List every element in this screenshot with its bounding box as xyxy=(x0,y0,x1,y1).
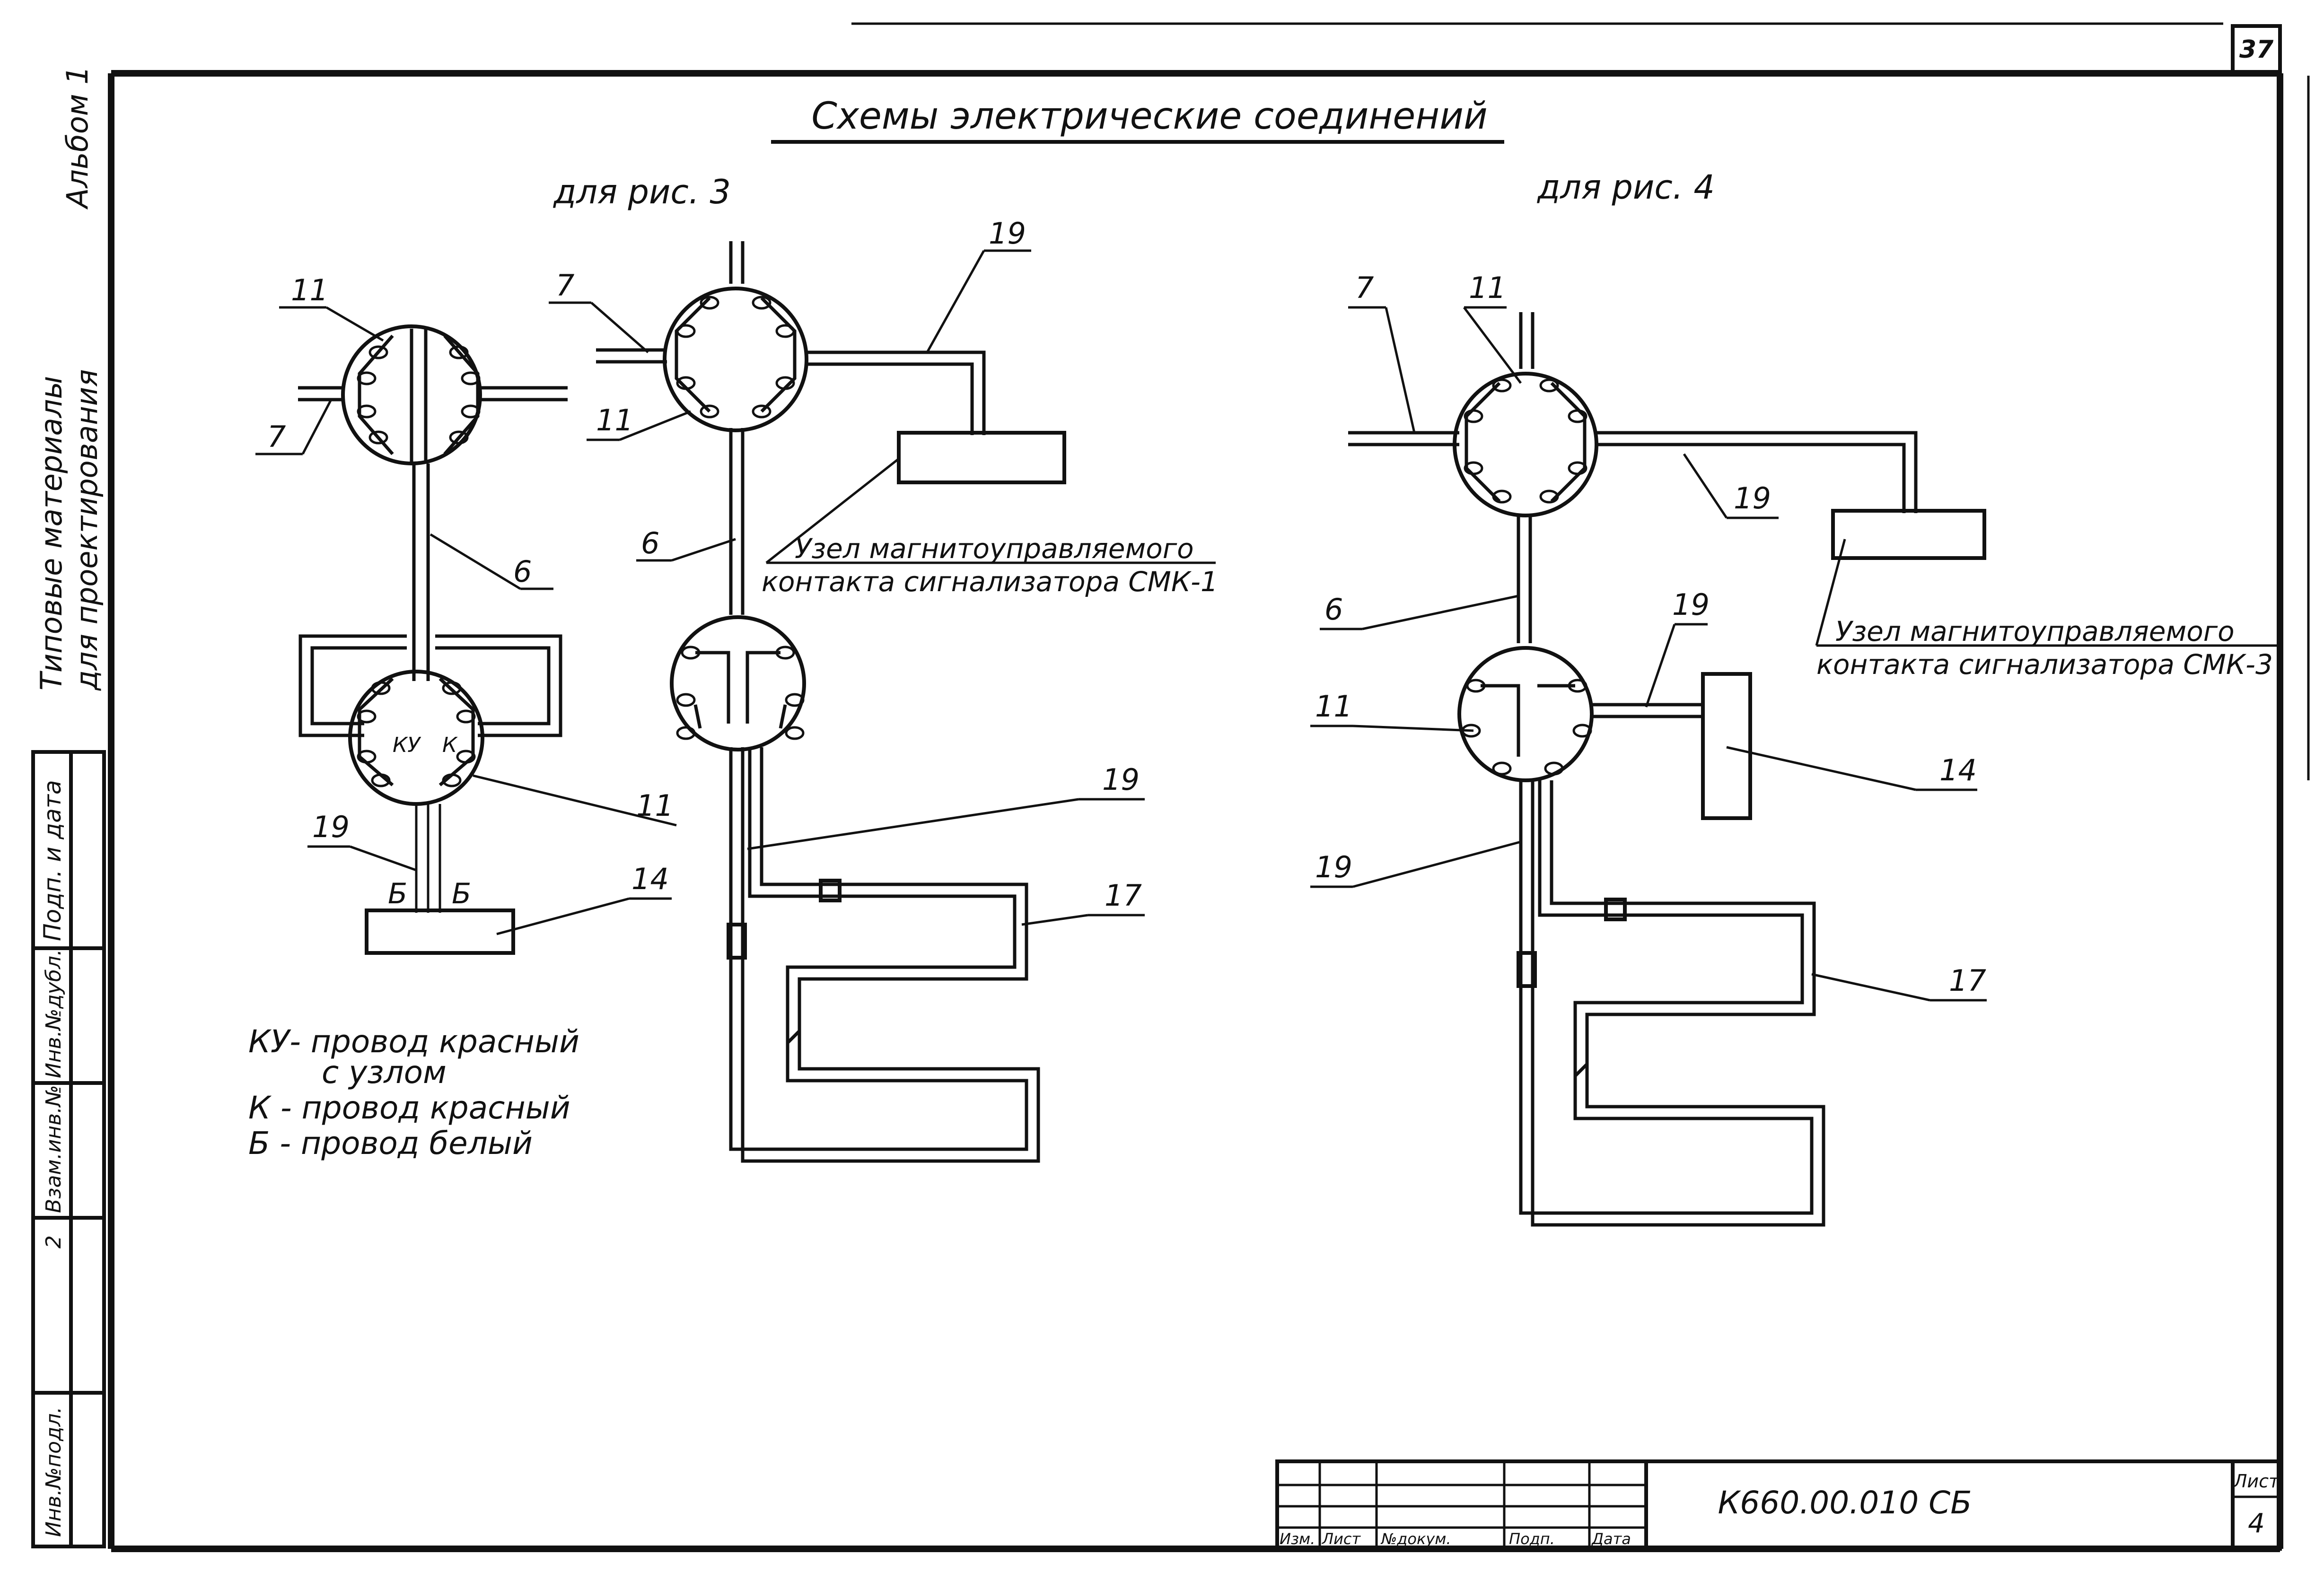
document-code: К660.00.010 СБ xyxy=(1718,1485,1972,1521)
wire-label-B1: Б xyxy=(388,877,407,910)
label-11-top: 11 xyxy=(291,273,328,307)
label-7: 7 xyxy=(267,419,286,454)
left-margin: Альбом 1 Типовые материалы для проектиро… xyxy=(31,66,106,1548)
wire-legend: КУ- провод красный с узлом К - провод кр… xyxy=(248,1023,579,1162)
fig4-schematic xyxy=(1348,312,1986,1227)
series-line-1: Типовые материалы xyxy=(34,376,69,690)
col-list: Лист xyxy=(1322,1530,1361,1548)
fig3-right-labels: 7 11 19 6 19 17 Узел магнитоуправляемого… xyxy=(549,216,1218,926)
drawing-title: Схемы электрические соединений xyxy=(811,95,1487,138)
label-19-mid-top: 19 xyxy=(989,216,1026,251)
smk1-caption-2: контакта сигнализатора СМК-1 xyxy=(762,566,1218,598)
junction-box-a xyxy=(663,287,808,432)
label-19-mid-bottom: 19 xyxy=(1102,762,1140,797)
col-izm: Изм. xyxy=(1280,1530,1315,1548)
label-6: 6 xyxy=(513,554,532,589)
fig4-label-14: 14 xyxy=(1939,753,1977,787)
legend-line-1: КУ- провод красный xyxy=(248,1023,579,1060)
label-17-mid: 17 xyxy=(1105,878,1142,913)
smk1-caption-1: Узел магнитоуправляемого xyxy=(795,533,1194,565)
wire-label-KU: КУ xyxy=(393,733,421,757)
stamp-inv-orig: Инв.№подл. xyxy=(42,1406,66,1537)
label-14: 14 xyxy=(631,862,669,896)
label-6-mid: 6 xyxy=(641,526,659,560)
fig4-label-19-top: 19 xyxy=(1734,481,1771,515)
fig4-label-19-mid: 19 xyxy=(1672,587,1710,622)
fig4-label-11-top: 11 xyxy=(1469,271,1506,305)
fig4-block-14 xyxy=(1701,672,1752,820)
album-label: Альбом 1 xyxy=(60,66,95,210)
fig4-junction-top xyxy=(1453,372,1598,517)
fig3-left-schematic xyxy=(298,324,568,955)
fig4-label-19-bottom: 19 xyxy=(1315,850,1352,884)
sheet-number: 37 xyxy=(2239,35,2274,64)
smk1-node xyxy=(897,431,1066,484)
fig4-label-11-bottom: 11 xyxy=(1315,689,1352,724)
stamp-value: 2 xyxy=(42,1235,66,1249)
col-docnum: №докум. xyxy=(1380,1530,1451,1548)
fig3-left-labels: 11 7 6 11 19 14 Б Б КУ К xyxy=(255,273,677,935)
wire-label-B2: Б xyxy=(452,877,471,910)
smk3-caption-1: Узел магнитоуправляемого xyxy=(1835,615,2235,647)
sheet-label: Лист xyxy=(2233,1471,2280,1492)
wire-label-K: К xyxy=(442,733,458,757)
series-line-2: для проектирования xyxy=(70,369,104,691)
legend-line-4: Б - провод белый xyxy=(248,1125,533,1162)
label-11-mid: 11 xyxy=(596,403,633,437)
label-7-mid: 7 xyxy=(556,268,574,303)
block-14 xyxy=(365,908,515,955)
label-11-bottom: 11 xyxy=(636,788,674,823)
legend-line-2: с узлом xyxy=(322,1054,447,1091)
fig4-junction-bottom xyxy=(1457,646,1594,782)
title-block: Изм. Лист №докум. Подп. Дата К660.00.010… xyxy=(1275,1459,2282,1551)
col-date: Дата xyxy=(1591,1530,1631,1548)
fig3-caption: для рис. 3 xyxy=(553,173,731,211)
stamp-sign-date: Подп. и дата xyxy=(39,780,66,941)
fig4-caption: для рис. 4 xyxy=(1537,168,1715,207)
smk3-caption-2: контакта сигнализатора СМК-3 xyxy=(1816,648,2273,681)
fig3-right-schematic xyxy=(596,241,1066,1163)
stamp-inv-dup: Инв.№дубл. xyxy=(42,949,66,1078)
smk3-node xyxy=(1831,509,1986,560)
fig4-label-17: 17 xyxy=(1949,963,1986,998)
sheet-frame xyxy=(108,22,2310,1552)
junction-box-b xyxy=(670,615,806,751)
fig4-label-7: 7 xyxy=(1355,271,1374,305)
fig4-label-6: 6 xyxy=(1324,592,1343,627)
label-19: 19 xyxy=(312,810,350,844)
stamp-replace-inv: Взам.инв.№ xyxy=(42,1085,66,1213)
col-sign: Подп. xyxy=(1509,1530,1555,1548)
sheet-value: 4 xyxy=(2248,1508,2265,1539)
fig4-labels: 7 11 19 6 19 11 14 19 17 Узел магнитоупр… xyxy=(1310,271,2280,1002)
legend-line-3: К - провод красный xyxy=(248,1090,570,1126)
